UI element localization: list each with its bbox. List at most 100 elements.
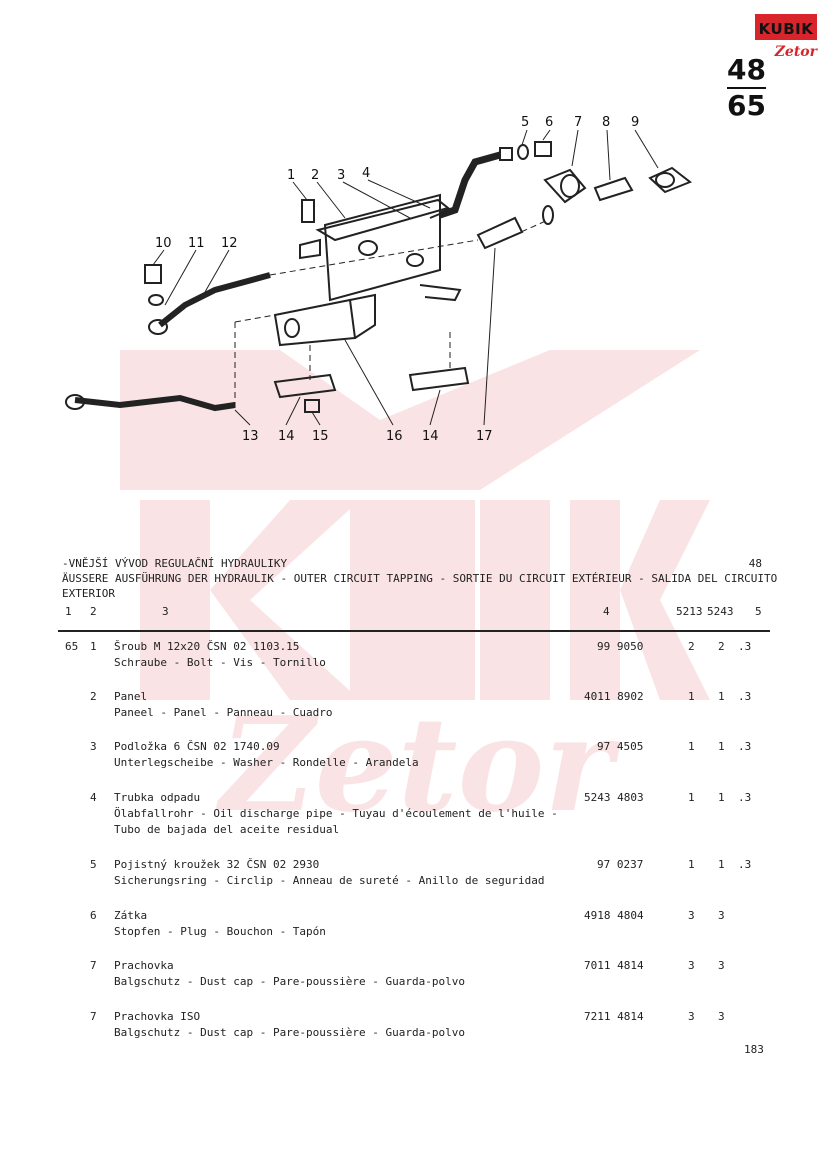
header-title-continued: EXTERIOR	[62, 587, 115, 600]
part-label: 6	[545, 115, 553, 130]
plug-part	[534, 141, 552, 157]
note: .3	[738, 740, 752, 753]
part-label: 11	[188, 236, 205, 251]
part-label: 10	[155, 236, 172, 251]
part-label: 13	[242, 429, 259, 444]
part-label: 14	[422, 429, 439, 444]
quantity-5243: 3	[718, 909, 725, 922]
quantity-5213: 2	[688, 640, 695, 653]
column-head: 4	[603, 605, 610, 618]
logo-brand: KUBIK	[758, 20, 814, 38]
column-head: 5243	[707, 605, 734, 618]
description-multilang: Balgschutz - Dust cap - Pare-poussière -…	[114, 975, 465, 988]
note: .3	[738, 858, 752, 871]
description-cz: Podložka 6 ČSN 02 1740.09	[114, 740, 280, 753]
pipe-part	[438, 151, 501, 219]
part-label: 2	[311, 168, 319, 183]
part-label: 15	[312, 429, 329, 444]
part-label: 14	[278, 429, 295, 444]
part-label: 3	[337, 168, 345, 183]
column-head: 5	[755, 605, 762, 618]
note: .3	[738, 640, 752, 653]
description-multilang: Ölabfallrohr - Oil discharge pipe - Tuya…	[114, 807, 558, 820]
position-number: 5	[90, 858, 97, 871]
bolt-part	[301, 199, 315, 223]
page-number-divider	[727, 87, 766, 89]
description-cz: Pojistný kroužek 32 ČSN 02 2930	[114, 858, 320, 871]
part-label: 17	[476, 429, 493, 444]
logo-red-block	[755, 14, 817, 40]
footer-page-number: 183	[744, 1043, 764, 1056]
quantity-5243: 1	[718, 740, 725, 753]
quantity-5243: 1	[718, 858, 725, 871]
part-label: 4	[362, 166, 370, 181]
quantity-5243: 3	[718, 1010, 725, 1023]
page-number-bottom: 65	[727, 89, 766, 122]
description-cz: Prachovka	[114, 959, 174, 972]
nut-part	[304, 399, 320, 413]
description-multilang: Paneel - Panel - Panneau - Cuadro	[114, 706, 333, 719]
quantity-5213: 3	[688, 1010, 695, 1023]
panel-part	[323, 193, 441, 302]
plate-part-right	[408, 366, 470, 392]
quantity-5213: 3	[688, 909, 695, 922]
part-number: 99 9050	[597, 640, 644, 653]
position-number: 7	[90, 1010, 97, 1023]
description-continued: Tubo de bajada del aceite residual	[114, 823, 340, 836]
position-number: 7	[90, 959, 97, 972]
hose-part	[158, 272, 271, 328]
position-number: 1	[90, 640, 97, 653]
description-cz: Trubka odpadu	[114, 791, 201, 804]
description-cz: Šroub M 12x20 ČSN 02 1103.15	[114, 640, 300, 653]
part-number: 97 4505	[597, 740, 644, 753]
part-label: 7	[574, 115, 582, 130]
hollow-bolt-part	[144, 264, 162, 284]
kubik-zetor-logo: KUBIK Zetor	[755, 14, 817, 62]
quantity-5243: 3	[718, 959, 725, 972]
description-multilang: Stopfen - Plug - Bouchon - Tapón	[114, 925, 326, 938]
position-number: 4	[90, 791, 97, 804]
header-page-ref: 48	[748, 557, 762, 570]
dust-cap-part	[543, 168, 587, 204]
quantity-5213: 1	[688, 791, 695, 804]
column-head: 2	[90, 605, 97, 618]
position-number: 6	[90, 909, 97, 922]
header-title-multilang: ÄUSSERE AUSFÜHRUNG DER HYDRAULIK - OUTER…	[62, 572, 778, 585]
description-cz: Zátka	[114, 909, 148, 922]
logo-sub: Zetor	[774, 44, 817, 60]
quantity-5243: 1	[718, 690, 725, 703]
description-multilang: Balgschutz - Dust cap - Pare-poussière -…	[114, 1026, 465, 1039]
column-head: 1	[65, 605, 72, 618]
circlip-part	[517, 144, 529, 160]
coupling-part	[593, 176, 634, 202]
quantity-5213: 1	[688, 690, 695, 703]
part-number: 4918 4804	[584, 909, 644, 922]
part-number: 7011 4814	[584, 959, 644, 972]
description-multilang: Schraube - Bolt - Vis - Tornillo	[114, 656, 326, 669]
description-cz: Prachovka ISO	[114, 1010, 201, 1023]
quick-coupling-part	[476, 216, 524, 250]
column-head: 3	[162, 605, 169, 618]
part-label: 8	[602, 115, 610, 130]
note: .3	[738, 690, 752, 703]
page-number-top: 48	[727, 53, 766, 86]
part-label: 12	[221, 236, 238, 251]
part-label: 1	[287, 168, 295, 183]
cap-part	[648, 166, 692, 194]
header-rule	[58, 630, 770, 632]
part-label: 16	[386, 429, 403, 444]
description-multilang: Sicherungsring - Circlip - Anneau de sur…	[114, 874, 545, 887]
part-label: 5	[521, 115, 529, 130]
quantity-5243: 1	[718, 791, 725, 804]
part-label: 9	[631, 115, 639, 130]
note: .3	[738, 791, 752, 804]
part-number: 97 0237	[597, 858, 644, 871]
description-cz: Panel	[114, 690, 148, 703]
exploded-parts-diagram: 1 2 3 4 5 6 7 8 9 10 11 12 13 14 15 16 1…	[65, 115, 692, 444]
description-multilang: Unterlegscheibe - Washer - Rondelle - Ar…	[114, 756, 419, 769]
part-number: 5243 4803	[584, 791, 644, 804]
quantity-5243: 2	[718, 640, 725, 653]
section-header: -VNĚJŠÍ VÝVOD REGULAČNÍ HYDRAULIKY ÄUSSE…	[62, 556, 778, 601]
quantity-5213: 1	[688, 858, 695, 871]
position-number: 2	[90, 690, 97, 703]
